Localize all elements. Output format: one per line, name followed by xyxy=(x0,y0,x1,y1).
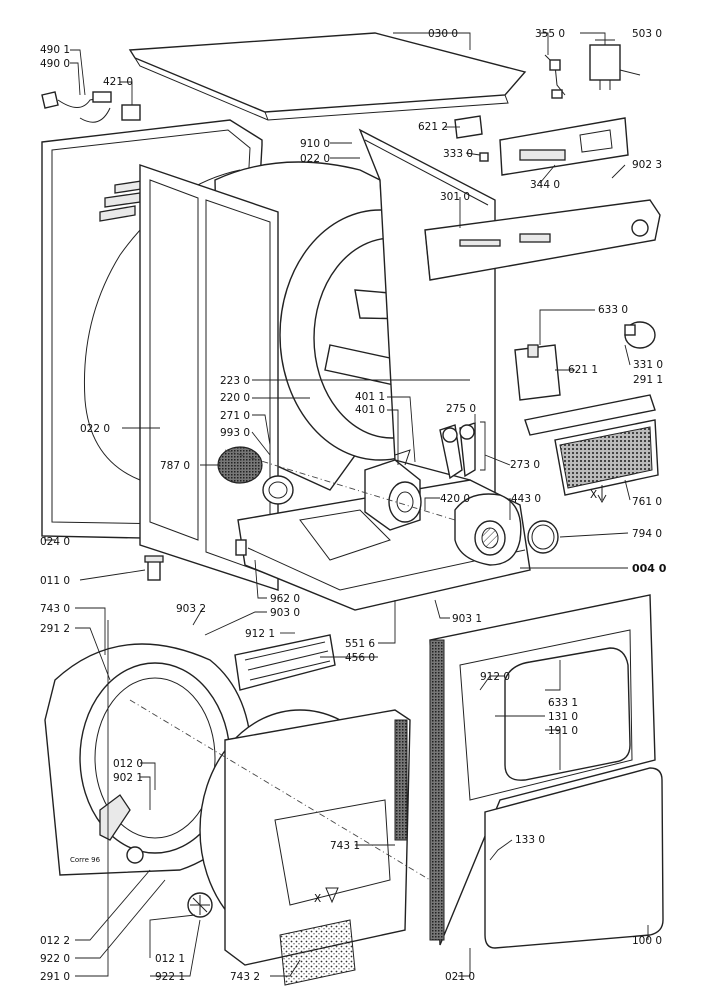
label-962-0: 962 0 xyxy=(270,593,300,605)
label-794-0: 794 0 xyxy=(632,528,662,540)
label-743-2: 743 2 xyxy=(230,971,260,983)
label-761-0: 761 0 xyxy=(632,496,662,508)
front-panel xyxy=(139,164,279,591)
label-903-2: 903 2 xyxy=(176,603,206,615)
heater-element xyxy=(234,634,336,691)
label-443-0: 443 0 xyxy=(511,493,541,505)
label-912-1: 912 1 xyxy=(245,628,275,640)
label-490-0: 490 0 xyxy=(40,58,70,70)
label-401-1: 401 1 xyxy=(355,391,385,403)
lint-filter xyxy=(554,419,659,496)
label-903-0: 903 0 xyxy=(270,607,300,619)
corner-mark-x-filter: X xyxy=(590,489,597,501)
label-333-0: 333 0 xyxy=(443,148,473,160)
label-022-0-top: 022 0 xyxy=(300,153,330,165)
label-420-0: 420 0 xyxy=(440,493,470,505)
control-panel xyxy=(424,199,661,281)
electronic-board xyxy=(499,117,629,176)
label-401-0: 401 0 xyxy=(355,404,385,416)
label-621-2: 621 2 xyxy=(418,121,448,133)
filter-cover xyxy=(524,394,656,436)
label-993-0: 993 0 xyxy=(220,427,250,439)
type-plate-text: Corre 96 xyxy=(70,856,101,864)
corner-mark-x-duct: X xyxy=(314,893,321,905)
label-743-0: 743 0 xyxy=(40,603,70,615)
label-100-0: 100 0 xyxy=(632,935,662,947)
label-490-1: 490 1 xyxy=(40,44,70,56)
label-787-0: 787 0 xyxy=(160,460,190,472)
label-012-0: 012 0 xyxy=(113,758,143,770)
label-133-0: 133 0 xyxy=(515,834,545,846)
indicator-lamp xyxy=(479,152,489,162)
label-271-0: 271 0 xyxy=(220,410,250,422)
suppressor-filter xyxy=(121,104,141,121)
label-291-1: 291 1 xyxy=(633,374,663,386)
label-275-0: 275 0 xyxy=(446,403,476,415)
label-131-0: 131 0 xyxy=(548,711,578,723)
bearing-spider xyxy=(187,892,213,918)
seal-felt xyxy=(279,919,356,986)
label-902-1: 902 1 xyxy=(113,772,143,784)
label-030-0: 030 0 xyxy=(428,28,458,40)
label-355-0: 355 0 xyxy=(535,28,565,40)
direction-arrows xyxy=(325,485,607,904)
door-frame xyxy=(429,594,656,946)
label-291-2: 291 2 xyxy=(40,623,70,635)
label-024-0: 024 0 xyxy=(40,536,70,548)
label-273-0: 273 0 xyxy=(510,459,540,471)
label-456-0: 456 0 xyxy=(345,652,375,664)
program-knob xyxy=(624,321,656,349)
inlet-duct xyxy=(217,446,294,505)
leader-lines xyxy=(44,32,649,977)
rear-bearing-housing xyxy=(199,709,411,966)
belt-tensioner xyxy=(394,422,476,480)
label-922-1: 922 1 xyxy=(155,971,185,983)
fan-housing xyxy=(454,493,522,566)
label-331-0: 331 0 xyxy=(633,359,663,371)
label-223-0: 223 0 xyxy=(220,375,250,387)
label-902-3: 902 3 xyxy=(632,159,662,171)
fan-seal-ring xyxy=(527,520,559,554)
adjustable-foot xyxy=(144,555,164,581)
mains-cable xyxy=(41,91,112,123)
label-011-0: 011 0 xyxy=(40,575,70,587)
label-912-0: 912 0 xyxy=(480,671,510,683)
label-421-0: 421 0 xyxy=(103,76,133,88)
drive-motor xyxy=(364,459,422,531)
part-labels: 030 0 355 0 503 0 490 1 490 0 421 0 621 … xyxy=(40,28,667,983)
label-743-1: 743 1 xyxy=(330,840,360,852)
thermostat-cable xyxy=(544,54,566,99)
door-lock-small xyxy=(454,115,483,139)
label-551-6: 551 6 xyxy=(345,638,375,650)
timer-switch xyxy=(589,39,641,90)
label-633-1: 633 1 xyxy=(548,697,578,709)
label-922-0: 922 0 xyxy=(40,953,70,965)
label-903-1: 903 1 xyxy=(452,613,482,625)
door xyxy=(484,767,664,949)
label-621-1: 621 1 xyxy=(568,364,598,376)
label-291-0: 291 0 xyxy=(40,971,70,983)
label-012-2: 012 2 xyxy=(40,935,70,947)
label-220-0: 220 0 xyxy=(220,392,250,404)
label-021-0: 021 0 xyxy=(445,971,475,983)
label-301-0: 301 0 xyxy=(440,191,470,203)
label-191-0: 191 0 xyxy=(548,725,578,737)
label-012-1: 012 1 xyxy=(155,953,185,965)
top-cover xyxy=(128,32,527,121)
label-633-0: 633 0 xyxy=(598,304,628,316)
label-503-0: 503 0 xyxy=(632,28,662,40)
label-910-0: 910 0 xyxy=(300,138,330,150)
label-344-0: 344 0 xyxy=(530,179,560,191)
label-004-0: 004 0 xyxy=(632,562,667,575)
sensor-bracket xyxy=(514,344,561,401)
label-022-0-left: 022 0 xyxy=(80,423,110,435)
